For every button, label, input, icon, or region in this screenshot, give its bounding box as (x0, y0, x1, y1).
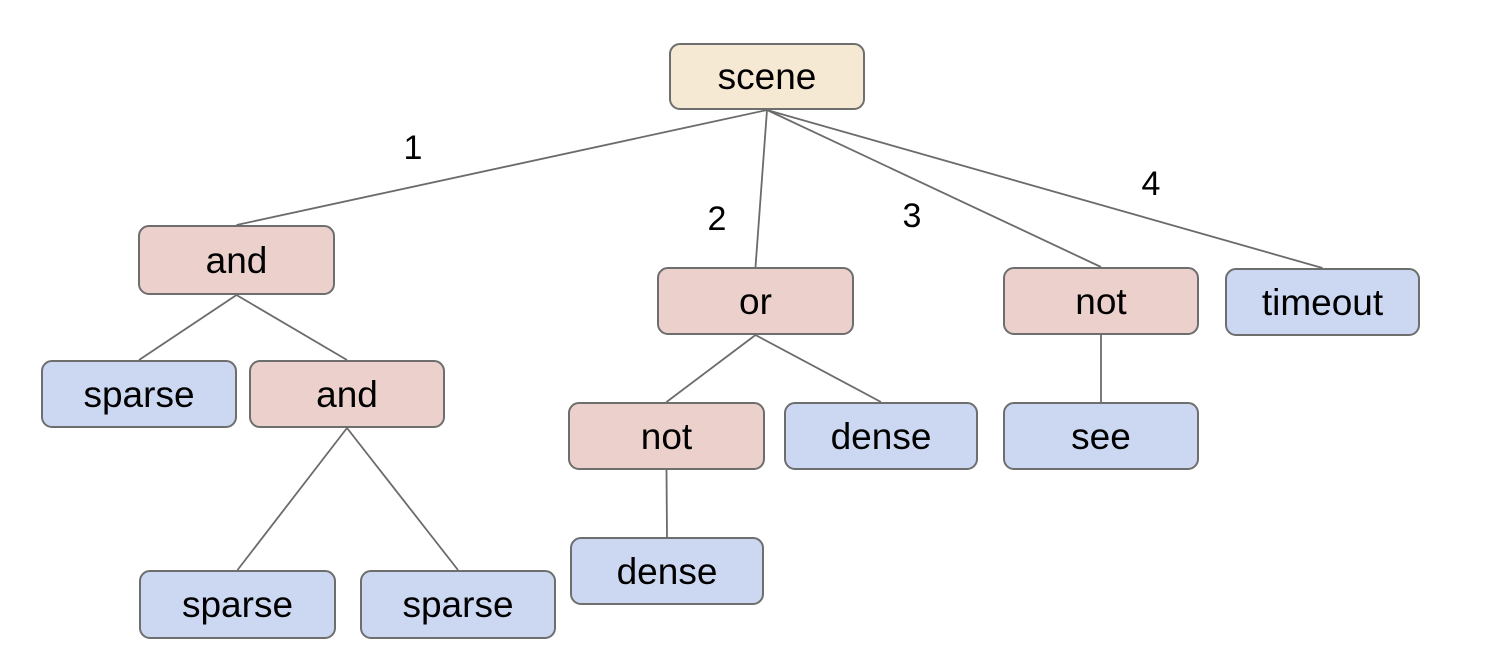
tree-edge-and-1-and-2 (236, 294, 348, 361)
tree-node-dense-2: dense (570, 537, 764, 605)
tree-edge-or-1-dense-1 (755, 334, 882, 403)
tree-node-sparse-3: sparse (360, 570, 556, 639)
tree-node-timeout-1: timeout (1225, 268, 1420, 336)
tree-edge-scene-not-1 (766, 109, 1102, 268)
edge-label: 4 (1141, 165, 1161, 203)
tree-edge-scene-and-1 (236, 109, 768, 226)
tree-edge-not-2-dense-2 (665, 469, 668, 538)
edge-label: 1 (403, 129, 423, 167)
tree-node-not-2: not (568, 402, 765, 470)
tree-edge-or-1-not-2 (665, 334, 757, 403)
tree-node-sparse-1: sparse (41, 360, 237, 428)
tree-node-not-1: not (1003, 267, 1199, 335)
tree-node-sparse-2: sparse (139, 570, 336, 639)
edge-label: 2 (707, 200, 727, 238)
tree-edge-and-1-sparse-1 (138, 294, 237, 361)
tree-node-and-2: and (249, 360, 445, 428)
tree-node-scene: scene (669, 43, 865, 110)
tree-node-and-1: and (138, 225, 335, 295)
edge-label: 3 (902, 197, 922, 235)
tree-node-or-1: or (657, 267, 854, 335)
tree-node-dense-1: dense (784, 402, 978, 470)
tree-node-see-1: see (1003, 402, 1199, 470)
tree-edge-scene-timeout-1 (766, 109, 1323, 269)
tree-edge-scene-or-1 (754, 109, 768, 268)
tree-edge-and-2-sparse-3 (346, 427, 459, 571)
tree-edge-and-2-sparse-2 (236, 427, 348, 571)
